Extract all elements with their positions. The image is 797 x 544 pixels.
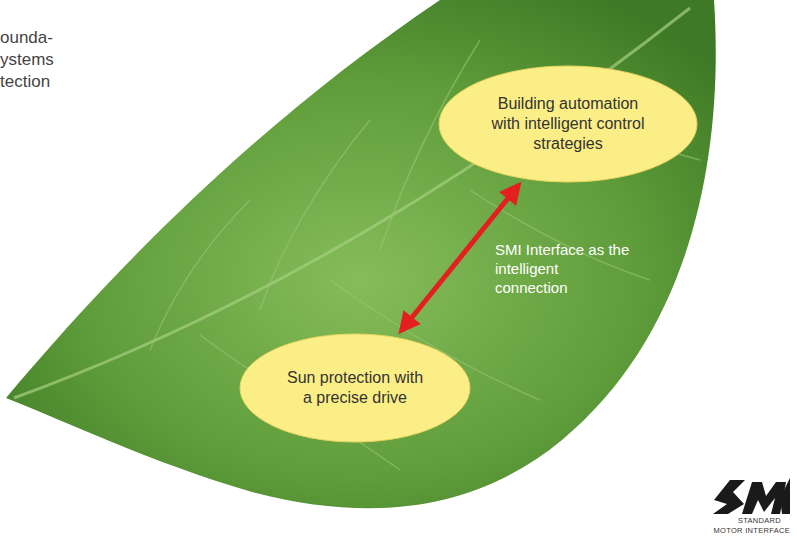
node-label: Building automation with intelligent con… <box>488 94 648 154</box>
ellipse-fill <box>240 334 470 442</box>
arrow-shaft <box>411 197 509 318</box>
yellow-ellipse: Building automation with intelligent con… <box>438 65 698 183</box>
cut-off-text: tection <box>0 72 50 92</box>
node-text-wrap: Building automation with intelligent con… <box>488 94 648 154</box>
node-text-wrap: Sun protection with a precise drive <box>286 368 425 408</box>
leaf-veins <box>150 40 700 470</box>
ellipse-fill <box>439 66 697 182</box>
arrow-head <box>499 182 521 206</box>
logo-text: STANDARD <box>738 516 781 525</box>
yellow-ellipse: Sun protection with a precise drive <box>239 333 471 443</box>
leaf-shape <box>6 0 716 508</box>
edge-label: SMI Interface as the intelligent connect… <box>495 240 631 297</box>
double-arrow <box>398 182 521 335</box>
cut-off-text: ounda- <box>0 28 53 48</box>
arrow-head <box>398 310 420 334</box>
logo-text: MOTOR INTERFACE <box>714 526 790 535</box>
node-label: Sun protection with a precise drive <box>286 368 425 408</box>
cut-off-text: ystems <box>0 50 54 70</box>
smi-logo-mark <box>713 478 790 514</box>
ellipse-outline <box>239 333 471 443</box>
